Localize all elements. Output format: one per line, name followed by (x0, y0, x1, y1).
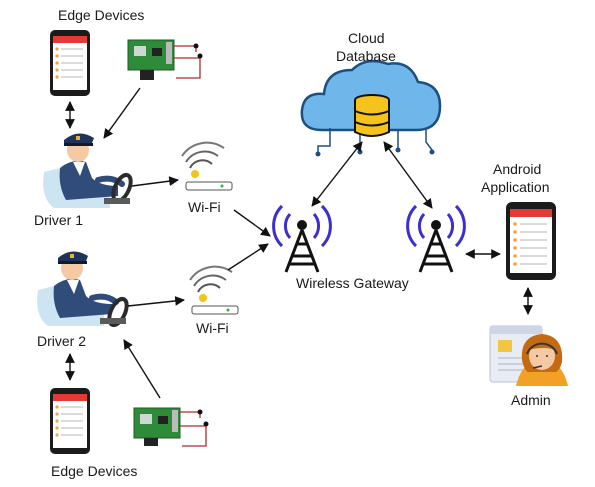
arrow-gateway-cloud-left (311, 141, 363, 207)
driver2-label: Driver 2 (37, 333, 87, 349)
arrow-board2-driver2 (123, 339, 161, 399)
arrow-driver2-wifi2 (127, 296, 185, 307)
smartphone-icon (506, 202, 556, 280)
connection-arrows (65, 87, 533, 399)
arrow-cloud-gateway-right (383, 141, 433, 209)
edge-devices-bottom-label: Edge Devices (51, 463, 138, 479)
wifi2-label: Wi-Fi (196, 320, 229, 336)
cloud-database-label-line1: Cloud (348, 30, 385, 46)
smartphone-icon (50, 30, 90, 96)
arrow-wifi2-gateway (227, 243, 269, 271)
admin-icon (489, 325, 568, 386)
arrow-driver1-wifi1 (131, 176, 179, 187)
admin-label: Admin (511, 392, 551, 408)
android-application-label-line2: Application (481, 179, 550, 195)
wifi1-label: Wi-Fi (188, 199, 221, 215)
android-application-label-line1: Android (493, 161, 542, 177)
cloud-database-label-line2: Database (336, 48, 396, 64)
driver-icon (37, 251, 129, 328)
circuit-board-icon (127, 39, 203, 80)
smartphone-icon (50, 388, 90, 454)
cloud-database-icon (300, 59, 442, 157)
wifi-router-icon (181, 141, 233, 191)
wifi-router-icon (189, 265, 239, 315)
driver-icon (43, 133, 133, 208)
cell-tower-icon (406, 204, 466, 273)
arrow-board1-driver1 (103, 87, 141, 139)
edge-devices-top-label: Edge Devices (58, 7, 145, 23)
arrow-wifi1-gateway (233, 209, 271, 237)
driver1-label: Driver 1 (34, 212, 84, 228)
circuit-board-icon (133, 407, 209, 447)
cell-tower-icon (272, 204, 332, 273)
wireless-gateway-label: Wireless Gateway (296, 275, 409, 291)
